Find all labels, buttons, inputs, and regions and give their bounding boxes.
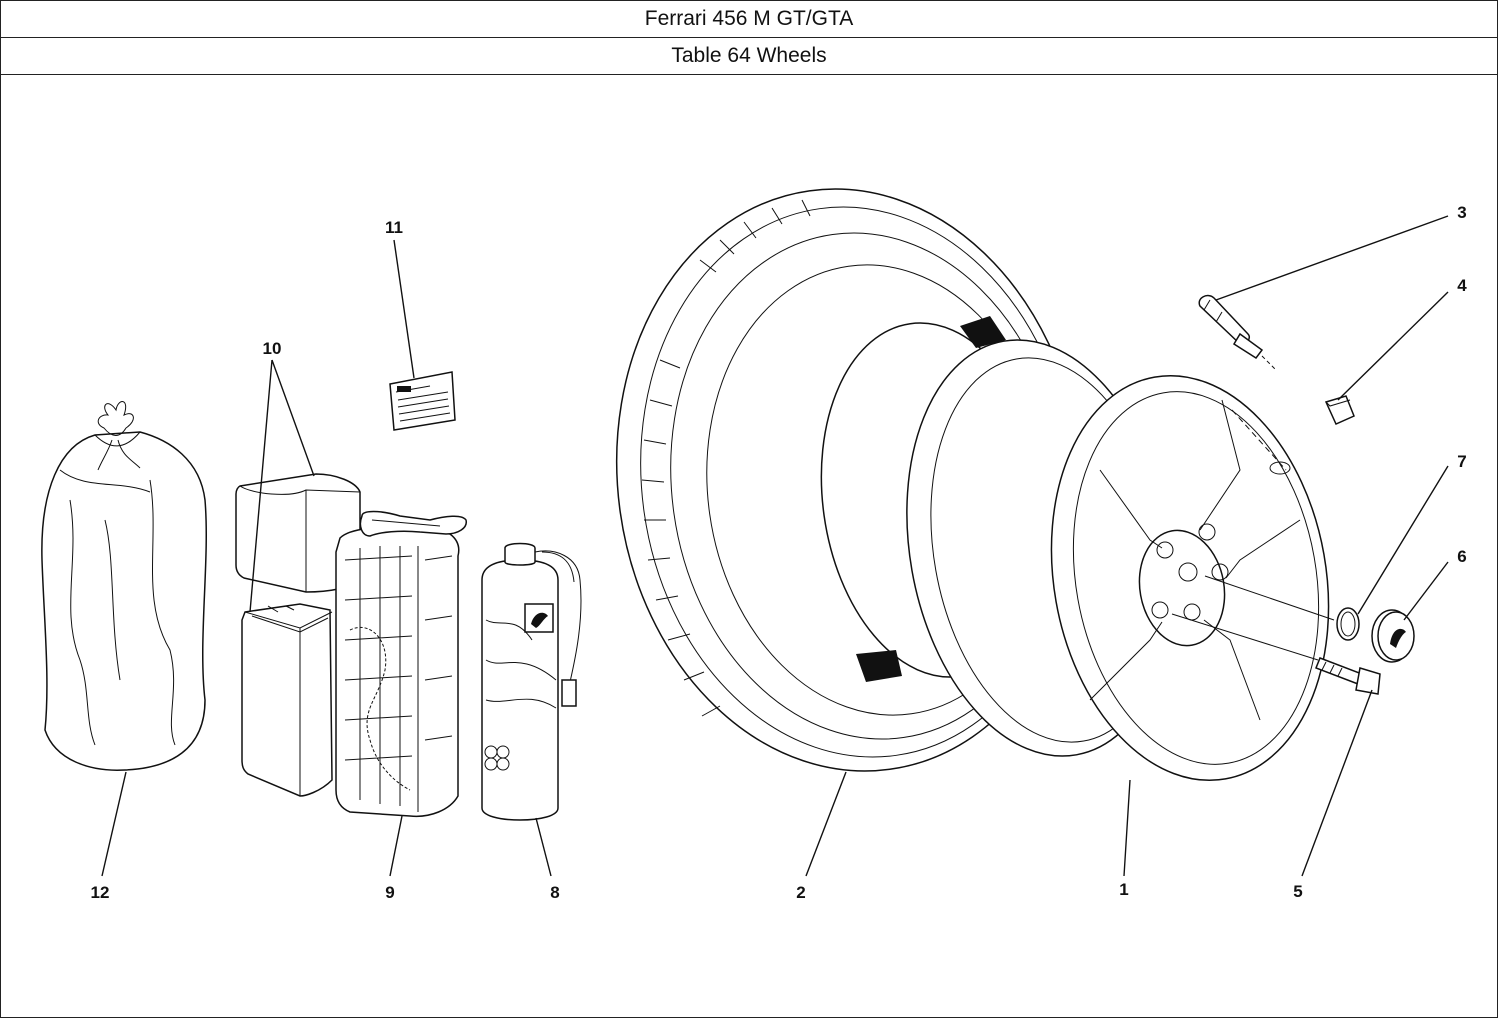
exploded-parts-diagram: 1 2 3 4 5 6 7 8 9 10 11 12 (41, 188, 1468, 902)
callout-3: 3 (1457, 203, 1466, 222)
callout-1: 1 (1119, 880, 1128, 899)
callout-5: 5 (1293, 882, 1302, 901)
page-title: Ferrari 456 M GT/GTA (0, 0, 1498, 38)
callout-7: 7 (1457, 452, 1466, 471)
callout-8: 8 (550, 883, 559, 902)
label-card-part[interactable] (389, 371, 456, 431)
balance-weight-part[interactable] (1324, 395, 1355, 425)
alloy-rim-part[interactable] (876, 319, 1360, 803)
valve-part[interactable] (1198, 294, 1277, 371)
center-cap-part[interactable] (1371, 609, 1415, 663)
inflator-can-part[interactable] (481, 542, 582, 821)
page-title-text: Ferrari 456 M GT/GTA (644, 6, 854, 30)
canister-part[interactable] (335, 510, 467, 818)
table-subtitle-text: Table 64 Wheels (671, 44, 827, 67)
wheel-bolt-part[interactable] (1315, 657, 1381, 695)
callout-10: 10 (263, 339, 282, 358)
callout-2: 2 (796, 883, 805, 902)
o-ring-part[interactable] (1336, 607, 1360, 641)
callout-12: 12 (91, 883, 110, 902)
callout-9: 9 (385, 883, 394, 902)
callout-labels: 1 2 3 4 5 6 7 8 9 10 11 12 (91, 203, 1468, 902)
bag-part[interactable] (41, 401, 207, 771)
leader-lines (101, 215, 1449, 877)
callout-4: 4 (1457, 276, 1467, 295)
table-subtitle: Table 64 Wheels (0, 38, 1498, 75)
box-pair-part[interactable] (235, 473, 361, 797)
callout-6: 6 (1457, 547, 1466, 566)
callout-11: 11 (385, 218, 403, 237)
